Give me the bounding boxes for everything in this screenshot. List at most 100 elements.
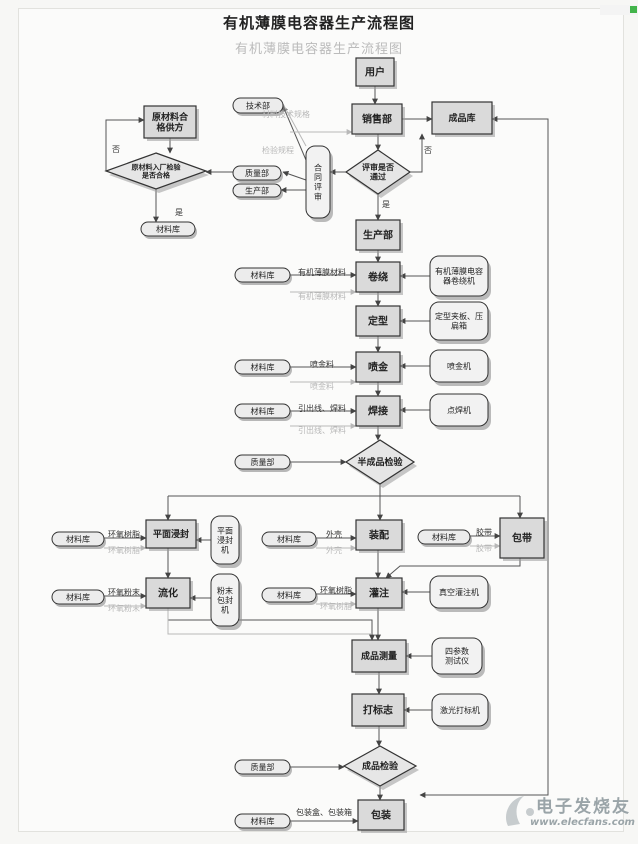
node-semi-check-label: 半成品检验 (357, 456, 403, 468)
watermark-logo-icon (505, 796, 534, 826)
edge-flow-measure (167, 608, 375, 641)
node-spraying-machine-label: 喷金机 (447, 361, 471, 371)
node-flow-coat (145, 577, 191, 609)
node-spraying (355, 351, 401, 383)
node-spraying-machine (429, 349, 489, 383)
label-no-right: 否 (424, 146, 432, 155)
label-tech-ghost: 材料技术规格 (262, 109, 310, 119)
edge-contract-quality (282, 170, 307, 181)
node-packing-label: 包装 (371, 809, 391, 822)
node-production-dept-small (232, 183, 282, 198)
node-wh-winding-label: 材料库 (251, 270, 275, 280)
node-warehouse-top-label: 材料库 (156, 224, 180, 234)
node-assembly (355, 519, 403, 551)
node-welding-label: 焊接 (368, 405, 388, 418)
node-measure (351, 639, 407, 673)
node-sales-label: 销售部 (362, 113, 392, 126)
edge-wrap-potting (385, 558, 521, 579)
node-powder-machine (210, 573, 240, 627)
node-powder-machine-label: 粉末包封机 (217, 585, 233, 614)
node-wh-assembly (261, 531, 317, 547)
node-quality-dept-2-label: 质量部 (251, 457, 275, 467)
node-wrapping-label: 包带 (512, 532, 532, 545)
node-incoming-check-label: 原材料入厂检验是否合格 (132, 162, 182, 179)
node-measure-label: 成品测量 (361, 650, 397, 662)
edge-contract-tech (282, 105, 307, 161)
node-wrapping (499, 517, 545, 559)
edge-return-finished (419, 118, 549, 798)
node-final-check (342, 745, 418, 787)
edge-ghost-tech (282, 103, 307, 147)
node-wh-flow (51, 589, 105, 605)
label-spray-mat: 喷金料 (310, 359, 334, 369)
node-incoming-check (104, 152, 208, 190)
label-resin1: 环氧树脂 (108, 529, 140, 539)
node-tech-dept-label: 技术部 (246, 100, 270, 110)
label-quality-ghost: 检验规程 (262, 145, 294, 155)
node-final-check-label: 成品检验 (362, 760, 399, 772)
node-contract-review (305, 145, 331, 219)
watermark-url: www.elecfans.com (530, 817, 635, 828)
node-vacuum-machine-label: 真空灌注机 (439, 587, 479, 597)
node-contract-review-label: 合同评审 (314, 162, 322, 201)
node-semi-check (344, 439, 416, 485)
node-shaping-machine (429, 301, 489, 341)
node-quality-dept-3-label: 质量部 (251, 762, 275, 772)
label-film-ghost: 有机薄膜材料 (298, 291, 346, 301)
corner-tag (600, 0, 638, 15)
node-finished-warehouse (431, 101, 493, 135)
node-supplier-label: 原材料合格供方 (152, 111, 189, 134)
labels-layer: 用户销售部成品库评审是否通过合同评审技术部质量部生产部原材料合格供方原材料入厂检… (66, 66, 532, 826)
label-resin2: 环氧树脂 (320, 585, 352, 595)
node-sales (351, 103, 403, 135)
node-wh-wrap-label: 材料库 (432, 532, 456, 542)
node-quality-dept-1 (232, 165, 282, 181)
node-wh-weld-label: 材料库 (251, 406, 275, 416)
node-wh-winding (234, 267, 291, 283)
diagram-title: 有机薄膜电容器生产流程图 (222, 14, 415, 32)
node-wh-dip (51, 531, 105, 547)
label-no-left: 否 (112, 145, 120, 154)
node-wh-spray (234, 359, 291, 375)
edge-flow-ghost (167, 608, 372, 635)
node-flat-dip (145, 519, 197, 549)
nodes-layer (51, 57, 547, 833)
node-tester-label: 四参数测试仪 (445, 646, 469, 666)
node-user (355, 57, 395, 87)
label-tape: 胶带 (476, 527, 492, 537)
node-wh-potting (261, 587, 317, 603)
label-yes-left: 是 (175, 208, 183, 217)
node-spraying-label: 喷金 (368, 361, 389, 374)
node-wh-flow-label: 材料库 (66, 592, 90, 602)
node-welding-machine-label: 点焊机 (447, 405, 471, 415)
label-yes-center: 是 (382, 200, 390, 209)
label-lead: 引出线、焊料 (298, 403, 346, 413)
node-winding (355, 261, 401, 293)
label-powder-ghost: 环氧粉末 (108, 603, 140, 613)
label-resin1-ghost: 环氧树脂 (108, 545, 140, 555)
node-wh-pack-label: 材料库 (251, 816, 275, 826)
node-production-dept (355, 219, 401, 251)
node-flat-dip-label: 平面浸封 (153, 528, 189, 540)
node-marking (351, 693, 405, 727)
node-quality-dept-2 (234, 454, 291, 470)
diagram-title-bleed: 有机薄膜电容器生产流程图 (234, 42, 403, 57)
label-resin2-ghost: 环氧树脂 (320, 601, 352, 611)
label-shell-ghost: 外壳 (326, 545, 342, 555)
node-finished-warehouse-label: 成品库 (448, 112, 475, 124)
node-potting-label: 灌注 (369, 587, 389, 600)
label-lead-ghost: 引出线、焊料 (298, 425, 346, 435)
node-review-decision-label: 评审是否通过 (362, 162, 394, 182)
node-packing (357, 799, 405, 831)
label-spray-ghost: 喷金料 (310, 381, 334, 391)
node-wh-weld (234, 403, 291, 419)
node-wh-spray-label: 材料库 (251, 362, 275, 372)
node-shaping-label: 定型 (368, 315, 388, 328)
label-tape-ghost: 胶带 (476, 543, 492, 553)
edge-check-no-supplier (105, 117, 145, 171)
node-tech-dept (232, 97, 284, 114)
node-warehouse-top (140, 221, 196, 237)
node-potting (355, 577, 403, 609)
label-powder: 环氧粉末 (108, 587, 140, 597)
